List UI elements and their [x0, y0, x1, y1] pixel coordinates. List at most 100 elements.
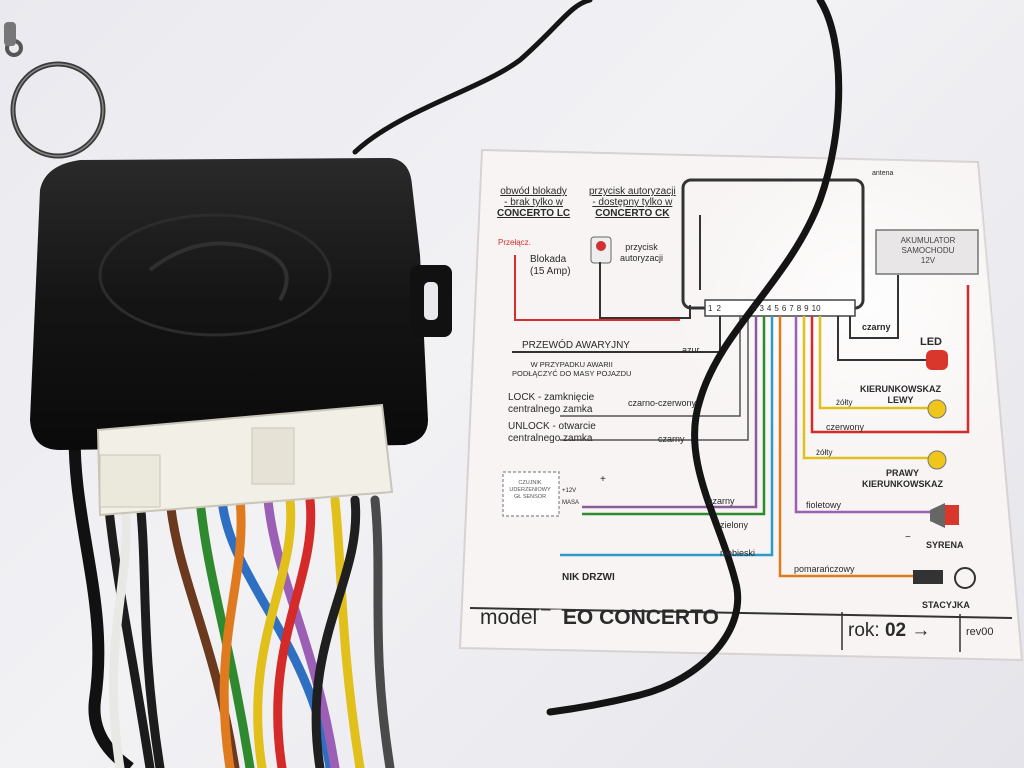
harness-wire [311, 495, 361, 768]
czujnik-line-2: UDERZENIOWY [509, 487, 551, 493]
block-line-3: CONCERTO LC [497, 208, 571, 219]
label-zolty-right: żółty [816, 448, 833, 457]
label-przewod: PRZEWÓD AWARYJNY [522, 340, 630, 351]
label-fioletowy: fioletowy [806, 500, 842, 510]
pin-numbers: 2 3 4 5 6 7 8 9 10 [752, 304, 821, 313]
label-czarny-top: czarny [862, 322, 891, 332]
label-block-circuit: obwód blokady - brak tylko w CONCERTO LC [497, 186, 570, 219]
auth-line-1: przycisk autoryzacji [589, 186, 676, 197]
label-model: modelLEEO CONCERTO [480, 606, 719, 630]
model-word: model [480, 606, 538, 629]
blokada-line-2: (15 Amp) [530, 266, 571, 277]
harness-wire [135, 495, 165, 768]
left-turn-line-2: LEWY [887, 395, 914, 405]
przypadku-line-1: W PRZYPADKU AWARII [530, 360, 613, 369]
przypadku-line-2: PODŁĄCZYĆ DO MASY POJAZDU [512, 369, 632, 378]
auth-line-3: CONCERTO CK [595, 208, 670, 219]
czujnik-line-3: GŁ SENSOR [513, 494, 547, 500]
pin-9: 10 [811, 304, 821, 313]
pin-1: 2 [752, 304, 757, 313]
harness-wire [370, 495, 395, 768]
unlock-line-1: UNLOCK - otwarcie [508, 421, 596, 432]
label-left-turn: KIERUNKOWSKAZ LEWY [860, 384, 941, 406]
pin-2: 3 [759, 304, 764, 313]
label-czujnik-masa: MASA [562, 500, 580, 506]
label-w-przypadku: W PRZYPADKU AWARII PODŁĄCZYĆ DO MASY POJ… [512, 360, 631, 378]
label-rev: rev00 [966, 626, 994, 638]
label-czarny-wire: czarny [708, 496, 735, 506]
label-stacyjka: STACYJKA [922, 600, 970, 610]
pin-4: 5 [774, 304, 779, 313]
right-turn-line-2: KIERUNKOWSKAZ [862, 479, 943, 489]
label-czerwony: czerwony [826, 422, 865, 432]
czujnik-line-1: CZUJNIK [518, 480, 542, 486]
pin-7: 8 [796, 304, 802, 313]
antenna-wire [546, 0, 843, 716]
model-hidden-prefix: LE [537, 606, 563, 629]
unlock-line-2: centralnego zamka [508, 433, 593, 444]
label-zolty-left: żółty [836, 398, 853, 407]
label-pomaranczowy: pomarańczowy [794, 564, 855, 574]
harness-wire [253, 495, 296, 768]
wire-harness [68, 419, 395, 768]
label-plus-sign: + [600, 474, 606, 485]
pin-6: 7 [789, 304, 794, 313]
harness-wire [195, 495, 255, 768]
lock-line-1: LOCK - zamknięcie [508, 392, 595, 403]
label-battery: AKUMULATOR SAMOCHODU 12V [880, 236, 976, 266]
label-unlock-wire: czarny [658, 434, 685, 444]
label-czujnik-plus: +12V [562, 488, 577, 494]
lock-line-2: centralnego zamka [508, 404, 593, 415]
battery-line-3: 12V [920, 256, 936, 265]
label-blokada: Blokada (15 Amp) [530, 254, 571, 278]
label-zielony: zielony [720, 520, 749, 530]
right-turn-line-1: PRAWY [885, 468, 919, 478]
label-auth-button: przycisk autoryzacji - dostępny tylko w … [589, 186, 676, 219]
harness-wire [330, 495, 365, 768]
harness-wire [103, 495, 155, 768]
wiring-diagram-sheet [458, 148, 1024, 662]
przycisk-line-1: przycisk [625, 242, 658, 252]
key-ring [4, 22, 106, 159]
pin-3: 4 [766, 304, 772, 313]
block-line-1: obwód blokady [500, 186, 567, 197]
block-line-2: - brak tylko w [504, 197, 564, 208]
label-czujnik: CZUJNIK UDERZENIOWY GŁ SENSOR [507, 480, 553, 501]
label-azure: azur [682, 345, 700, 355]
pin-2-left: 2 [716, 304, 725, 313]
label-niebieski: niebieski [720, 548, 756, 558]
battery-line-1: AKUMULATOR [900, 236, 956, 245]
harness-wire [273, 495, 316, 768]
rok-label: rok: [848, 620, 880, 641]
label-lock-wire: czarno-czerwony [628, 398, 697, 408]
label-czujnik-drzwi: NIK DRZWI [562, 572, 615, 583]
label-lock: LOCK - zamknięcie centralnego zamka [508, 392, 594, 416]
pin-numbers-left: 12 [708, 304, 725, 313]
harness-wire [263, 495, 340, 768]
label-unlock: UNLOCK - otwarcie centralnego zamka [508, 421, 596, 445]
pin-5: 6 [781, 304, 787, 313]
label-przelacz: Przełącz. [498, 238, 531, 247]
przycisk-line-2: autoryzacji [620, 253, 664, 263]
label-minus-sign: − [905, 532, 911, 543]
auth-line-2: - dostępny tylko w [592, 197, 673, 208]
blokada-line-1: Blokada [530, 254, 567, 265]
label-przycisk: przycisk autoryzacji [620, 242, 663, 264]
left-turn-line-1: KIERUNKOWSKAZ [860, 384, 941, 394]
rok-value: 02 → [884, 620, 931, 641]
pin-1-left: 1 [708, 304, 717, 313]
harness-wire [108, 495, 131, 768]
battery-line-2: SAMOCHODU [901, 246, 955, 255]
harness-wire [219, 495, 246, 768]
pin-8: 9 [804, 304, 809, 313]
harness-wire-bundle [68, 419, 134, 768]
label-led: LED [920, 336, 942, 348]
label-syrena: SYRENA [926, 540, 964, 550]
label-antena: antena [872, 170, 894, 177]
label-right-turn: PRAWY KIERUNKOWSKAZ [862, 468, 943, 490]
label-rok: rok: 02 → [848, 620, 930, 642]
antenna-cable [352, 0, 593, 155]
alarm-module [30, 158, 452, 517]
model-name: EO CONCERTO [562, 606, 719, 629]
